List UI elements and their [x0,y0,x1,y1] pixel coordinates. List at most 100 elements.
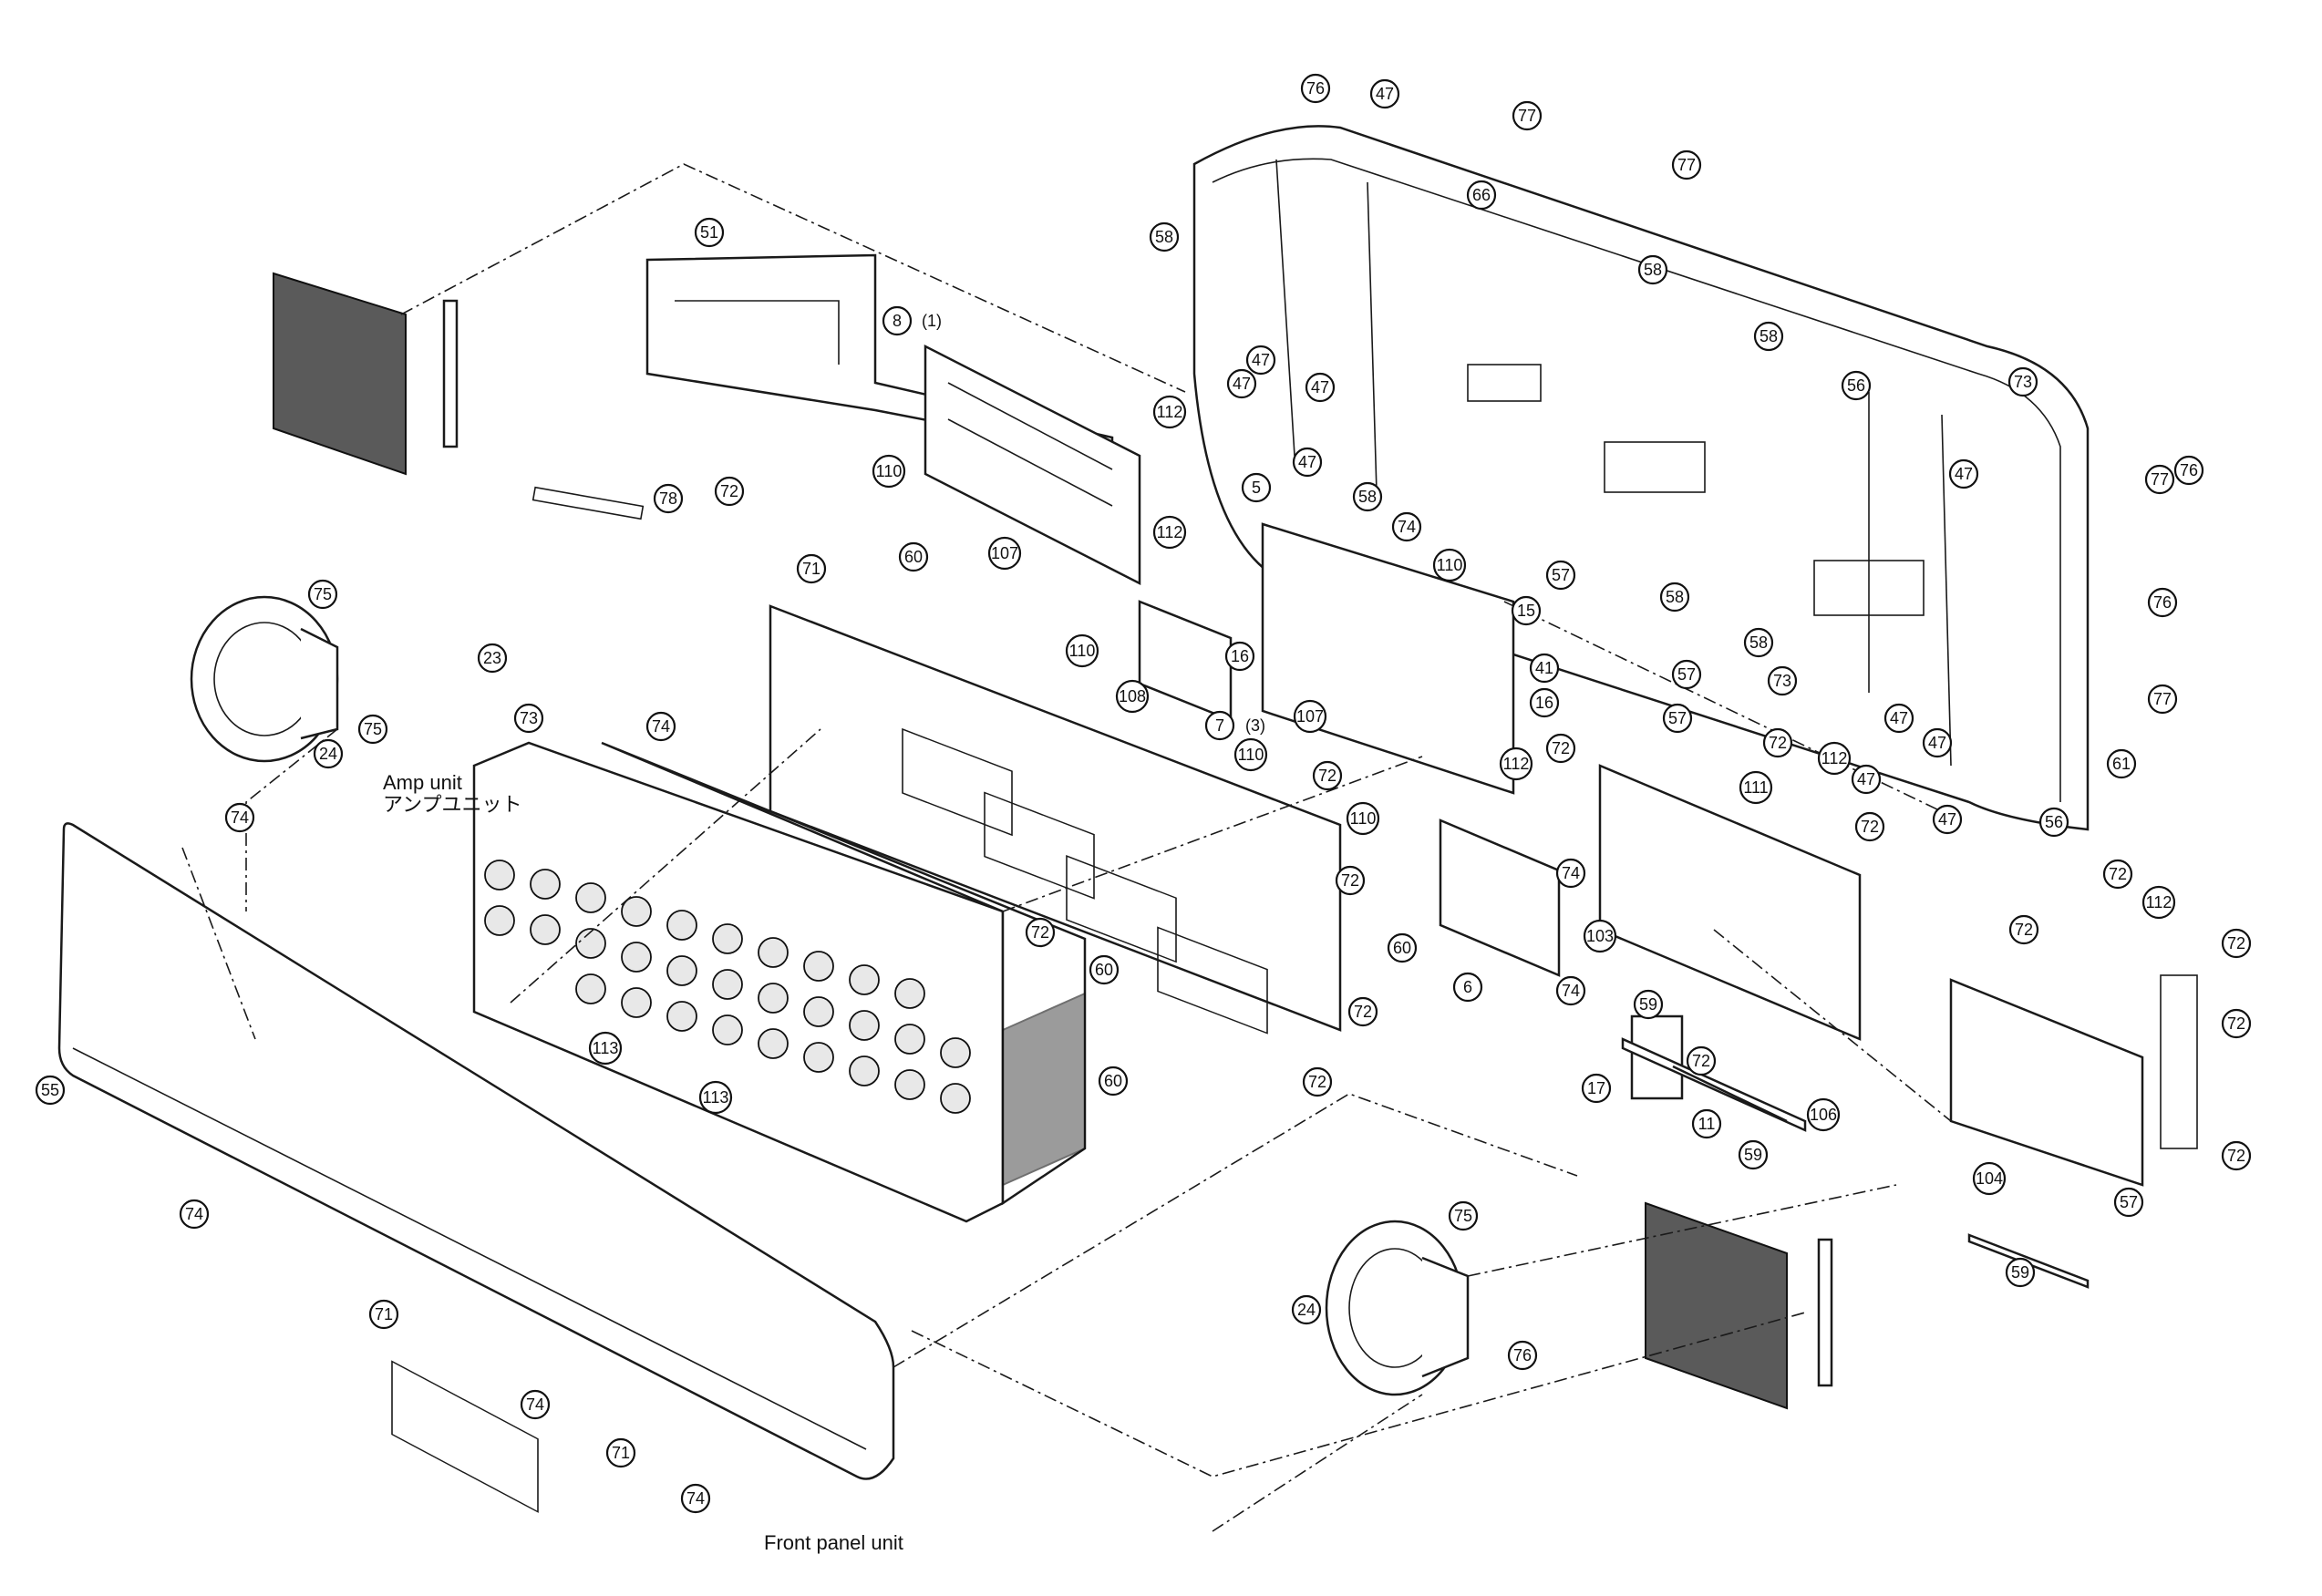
amp-unit-jp-label: アンプユニット [383,793,521,816]
callout-circle [1312,760,1343,791]
callout-number: 112 [1821,749,1848,767]
callout-number: 60 [1104,1072,1122,1090]
callout-circle [1507,1340,1538,1371]
callout-number: 47 [1311,378,1329,396]
part-callout: 112 [1152,395,1187,429]
callout-circle [1241,472,1272,503]
callout-number: 60 [1393,939,1411,957]
callout-number: 107 [991,544,1018,562]
callout-number: 24 [319,745,337,763]
callout-circle [1432,548,1467,582]
callout-number: 7 [1215,716,1224,735]
callout-number: 75 [1454,1207,1472,1225]
callout-number: 110 [876,462,903,480]
callout-circle [2221,1140,2252,1171]
callout-number: 75 [364,720,382,738]
front-panel-unit-label: Front panel unit [764,1531,903,1554]
callout-number: 72 [2015,921,2033,939]
circuit-board-5 [1261,522,1515,795]
callout-number: 73 [1773,672,1791,690]
callout-circle [1025,917,1056,948]
callout-circle [1883,703,1914,734]
callout-number: 72 [2227,1147,2245,1165]
callout-circle [1662,703,1693,734]
callout-number: 113 [703,1088,729,1107]
callout-circle [1233,737,1268,772]
callout-number: 47 [1857,770,1875,788]
part-callout: 66 [1466,180,1497,211]
callout-circle [224,802,255,833]
callout-circle [1152,515,1187,550]
part-callout: 74 [1555,858,1586,889]
part-callout: 71 [796,553,827,584]
callout-number: 76 [2153,593,2172,612]
callout-number: 47 [1938,810,1956,829]
part-callout: 106 [1806,1097,1841,1132]
part-callout: 58 [1659,582,1690,613]
part-callout: 47 [1948,458,1979,489]
callout-circle [882,305,913,336]
callout-circle [1115,679,1150,714]
amp-driver-array [484,860,971,1114]
part-callout: 15 [1511,595,1542,626]
callout-number: 74 [652,717,670,736]
part-callout: 71 [368,1299,399,1330]
callout-circle [1972,1161,2007,1196]
callout-number: 72 [1031,923,1049,942]
callout-number: 112 [1503,755,1530,773]
callout-circle [1391,511,1422,542]
callout-circle [1806,1097,1841,1132]
amp-unit [472,741,1087,1223]
callout-number: 73 [520,709,538,727]
front-panel [57,822,895,1513]
callout-circle [2007,366,2038,397]
part-callout: 75 [307,579,338,610]
lead-lines [181,163,1961,1532]
callout-circle [1555,975,1586,1006]
part-callout: 47 [1305,372,1336,403]
callout-number: 111 [1743,778,1768,797]
part-callout: 74 [179,1199,210,1230]
callout-number: 58 [1358,488,1377,506]
grille-left [273,272,459,476]
part-callout: 72 [2221,928,2252,959]
callout-number: 103 [1586,927,1614,945]
callout-number: 112 [2146,893,2172,911]
callout-number: 57 [1677,665,1696,684]
part-callout: 74 [1391,511,1422,542]
callout-circle [1686,1045,1717,1076]
callout-circle [1466,180,1497,211]
callout-circle [1305,372,1336,403]
callout-circle [1511,595,1542,626]
callout-circle [1739,770,1773,805]
callout-number: 74 [1562,982,1580,1000]
callout-circle [2008,914,2039,945]
callout-circle [1854,811,1885,842]
part-callout: (3) [1245,716,1265,735]
part-callout: 112 [1152,515,1187,550]
callout-number: 56 [1847,376,1865,395]
part-callout: 72 [1686,1045,1717,1076]
callout-number: 58 [1155,228,1173,246]
callout-circle [513,703,544,734]
part-callout: 74 [680,1483,711,1514]
callout-circle [694,217,725,248]
part-callout: 72 [1545,733,1576,764]
callout-number: 47 [1298,453,1316,471]
part-callout: 108 [1115,679,1150,714]
callout-number: 110 [1350,809,1377,828]
part-callout: 74 [520,1389,551,1420]
circuit-board-8 [924,344,1141,586]
part-callout: 72 [1762,727,1793,758]
callout-circle [605,1437,636,1468]
callout-number: 77 [2151,470,2169,489]
callout-circle [1204,710,1235,741]
callout-circle [1691,1108,1722,1139]
circuit-board-lower [1439,764,1862,1100]
callout-circle [1452,972,1483,1003]
callout-circle [179,1199,210,1230]
callout-circle [1753,321,1784,352]
part-callout: 41 [1529,653,1560,684]
part-callout: 6 [1452,972,1483,1003]
